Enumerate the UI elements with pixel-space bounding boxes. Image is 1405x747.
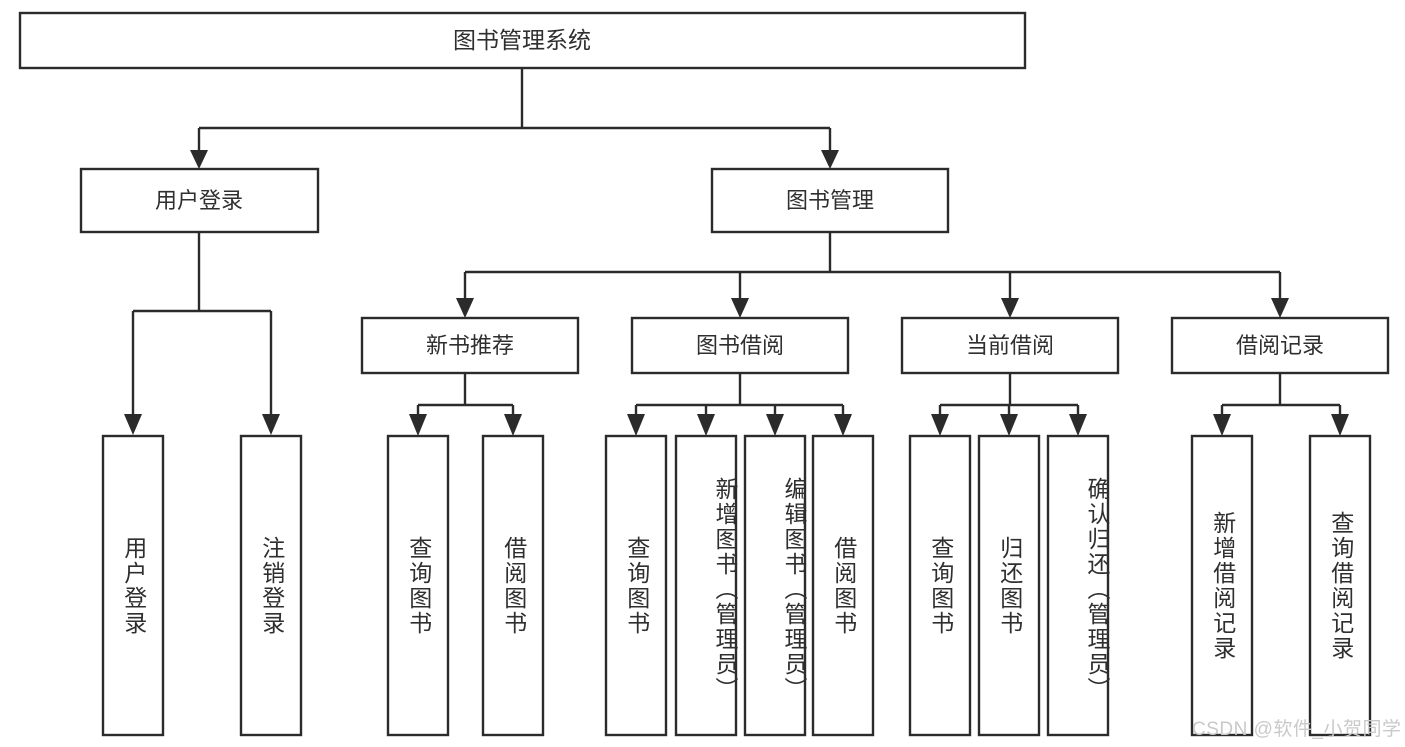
node-box-leaf-borrow-record-1[interactable] <box>1308 434 1372 737</box>
node-box-leaf-book-borrow-0[interactable] <box>604 434 668 737</box>
node-label-borrow-record: 借阅记录 <box>1236 333 1324 358</box>
node-box-leaf-new-book-0[interactable] <box>386 434 450 737</box>
arrow-head-book-borrow <box>731 298 749 318</box>
node-box-leaf-new-book-1[interactable] <box>481 434 545 737</box>
node-box-user-login[interactable] <box>79 167 320 234</box>
node-label-user-login: 用户登录 <box>155 188 243 213</box>
arrow-head-leaf-borrow-record-1 <box>1331 414 1349 436</box>
arrow-head-book-mgmt <box>821 150 839 169</box>
arrow-head-new-book-recommend <box>456 298 474 318</box>
arrow-head-leaf-book-borrow-1 <box>697 414 715 436</box>
arrow-head-leaf-user-login-1 <box>262 414 280 435</box>
arrow-head-leaf-user-login-0 <box>124 414 142 435</box>
node-box-leaf-borrow-record-0[interactable] <box>1190 434 1254 737</box>
arrow-head-leaf-current-borrow-2 <box>1069 414 1087 436</box>
node-label-new-book-recommend: 新书推荐 <box>426 333 514 358</box>
arrow-head-current-borrow <box>1001 298 1019 318</box>
node-box-root[interactable] <box>18 11 1027 70</box>
arrow-head-leaf-borrow-record-0 <box>1213 414 1231 436</box>
node-box-leaf-current-borrow-1[interactable] <box>977 434 1041 737</box>
node-box-current-borrow[interactable] <box>900 316 1120 375</box>
connectors <box>124 68 1349 436</box>
arrow-head-leaf-current-borrow-0 <box>931 414 949 436</box>
arrow-head-leaf-book-borrow-3 <box>834 414 852 436</box>
node-box-leaf-book-borrow-1[interactable] <box>674 434 738 737</box>
node-box-leaf-current-borrow-0[interactable] <box>908 434 972 737</box>
arrow-head-borrow-record <box>1271 298 1289 318</box>
node-label-current-borrow: 当前借阅 <box>966 333 1054 358</box>
arrow-head-leaf-current-borrow-1 <box>1000 414 1018 436</box>
node-box-leaf-book-borrow-2[interactable] <box>743 434 807 737</box>
node-box-leaf-user-login-0[interactable] <box>101 434 165 737</box>
arrow-head-leaf-new-book-1 <box>504 414 522 436</box>
arrow-head-user-login <box>190 150 208 169</box>
node-box-borrow-record[interactable] <box>1170 316 1390 375</box>
arrow-head-leaf-new-book-0 <box>409 414 427 436</box>
node-box-book-management[interactable] <box>710 167 950 234</box>
node-label-book-borrow: 图书借阅 <box>696 333 784 358</box>
node-label-book-management: 图书管理 <box>786 188 874 213</box>
node-label-root: 图书管理系统 <box>453 27 591 53</box>
node-box-new-book-recommend[interactable] <box>360 316 580 375</box>
node-box-leaf-current-borrow-2[interactable] <box>1046 434 1110 737</box>
node-box-leaf-book-borrow-3[interactable] <box>811 434 875 737</box>
node-box-leaf-user-login-1[interactable] <box>239 434 303 737</box>
arrow-head-leaf-book-borrow-2 <box>766 414 784 436</box>
watermark-text: CSDN @软件_小贺同学 <box>1192 719 1402 740</box>
node-boxes: 图书管理系统 用户登录 图书管理 新书推荐 图书借阅 当前借阅 借阅记录 <box>18 11 1390 737</box>
node-box-book-borrow[interactable] <box>630 316 850 375</box>
arrow-head-leaf-book-borrow-0 <box>627 414 645 436</box>
